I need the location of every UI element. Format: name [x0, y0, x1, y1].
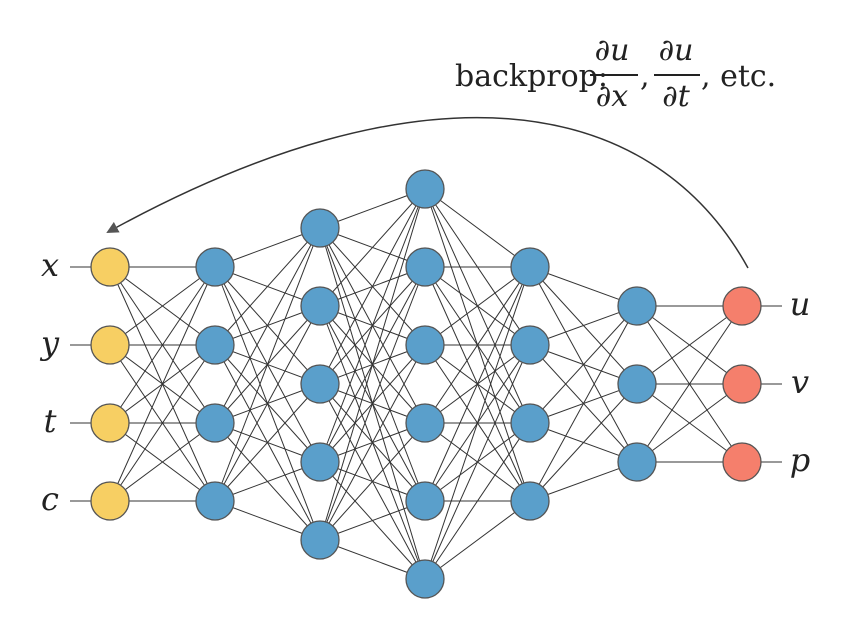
hidden-neuron-4-3 — [510, 481, 550, 521]
fraction-2-numerator: ∂u — [659, 33, 694, 68]
hidden-neuron-2-2 — [300, 364, 340, 404]
edge-l3-5-to-0 — [424, 266, 531, 580]
input-neuron-0-2 — [90, 403, 130, 443]
fraction-1-denominator: ∂x — [596, 79, 629, 114]
backprop-etc: , etc. — [701, 59, 776, 94]
hidden-neuron-4-1 — [510, 325, 550, 365]
hidden-neuron-1-0 — [195, 247, 235, 287]
hidden-neuron-3-3 — [405, 403, 445, 443]
backprop-annotation: backprop: ∂u ∂x , ∂u ∂t , etc. — [455, 33, 776, 114]
output-label-u: u — [790, 285, 811, 323]
output-label-p: p — [790, 441, 810, 479]
edge-l2-1-to-0 — [319, 188, 426, 307]
edge-l5-1-to-0 — [636, 305, 743, 385]
hidden-neuron-3-0 — [405, 169, 445, 209]
edge-l0-1-to-0 — [109, 266, 216, 346]
hidden-neuron-2-1 — [300, 286, 340, 326]
hidden-neuron-1-3 — [195, 481, 235, 521]
edge-l3-0-to-0 — [424, 188, 531, 268]
edge-l2-3-to-0 — [319, 188, 426, 463]
io-lines — [70, 266, 782, 502]
hidden-neuron-2-4 — [300, 520, 340, 560]
fraction-1-numerator: ∂u — [595, 33, 630, 68]
hidden-neuron-1-1 — [195, 325, 235, 365]
edge-l0-3-to-1 — [109, 344, 216, 502]
edge-l2-4-to-2 — [319, 344, 426, 541]
backprop-arrow — [106, 116, 749, 269]
edge-l3-5-to-2 — [424, 422, 531, 580]
fraction-2-denominator: ∂t — [662, 79, 691, 114]
neurons — [90, 169, 762, 599]
input-label-c: c — [41, 480, 59, 518]
hidden-neuron-2-0 — [300, 208, 340, 248]
hidden-neuron-5-2 — [617, 442, 657, 482]
edge-l3-5-to-1 — [424, 344, 531, 580]
hidden-neuron-3-5 — [405, 559, 445, 599]
output-label-v: v — [791, 363, 809, 401]
hidden-neuron-4-0 — [510, 247, 550, 287]
hidden-neuron-5-1 — [617, 364, 657, 404]
output-neuron-6-1 — [722, 364, 762, 404]
edge-l1-1-to-0 — [214, 227, 321, 346]
edge-l4-3-to-1 — [529, 383, 638, 502]
edge-l2-4-to-3 — [319, 422, 426, 541]
edge-l0-3-to-2 — [109, 422, 216, 502]
edge-l4-3-to-0 — [529, 305, 638, 502]
edge-l3-2-to-0 — [424, 266, 531, 346]
edge-l2-4-to-0 — [319, 188, 426, 541]
fraction-comma: , — [640, 59, 650, 94]
backprop-label: backprop: — [455, 59, 608, 94]
output-neuron-6-0 — [722, 286, 762, 326]
input-label-x: x — [41, 246, 59, 284]
edge-l4-2-to-0 — [529, 305, 638, 424]
edge-l1-3-to-0 — [214, 227, 321, 502]
input-label-y: y — [39, 324, 60, 362]
edge-l0-3-to-0 — [109, 266, 216, 502]
hidden-neuron-5-0 — [617, 286, 657, 326]
edge-l5-2-to-0 — [636, 305, 743, 463]
variable-labels: x y t c u v p — [39, 246, 810, 518]
edge-l2-2-to-0 — [319, 188, 426, 385]
input-neuron-0-3 — [90, 481, 130, 521]
output-neuron-6-2 — [722, 442, 762, 482]
edge-l1-3-to-2 — [214, 383, 321, 502]
input-neuron-0-1 — [90, 325, 130, 365]
hidden-neuron-2-3 — [300, 442, 340, 482]
edge-l3-3-to-0 — [424, 266, 531, 424]
edge-l3-5-to-3 — [424, 500, 531, 580]
input-neuron-0-0 — [90, 247, 130, 287]
hidden-neuron-1-2 — [195, 403, 235, 443]
hidden-neuron-3-1 — [405, 247, 445, 287]
edge-l0-2-to-0 — [109, 266, 216, 424]
hidden-neuron-4-2 — [510, 403, 550, 443]
hidden-neuron-3-4 — [405, 481, 445, 521]
edge-l2-4-to-1 — [319, 266, 426, 541]
edge-l3-4-to-0 — [424, 266, 531, 502]
hidden-neuron-3-2 — [405, 325, 445, 365]
edge-l1-3-to-1 — [214, 305, 321, 502]
input-label-t: t — [44, 402, 57, 440]
edge-l5-2-to-1 — [636, 383, 743, 463]
edge-l1-2-to-0 — [214, 227, 321, 424]
